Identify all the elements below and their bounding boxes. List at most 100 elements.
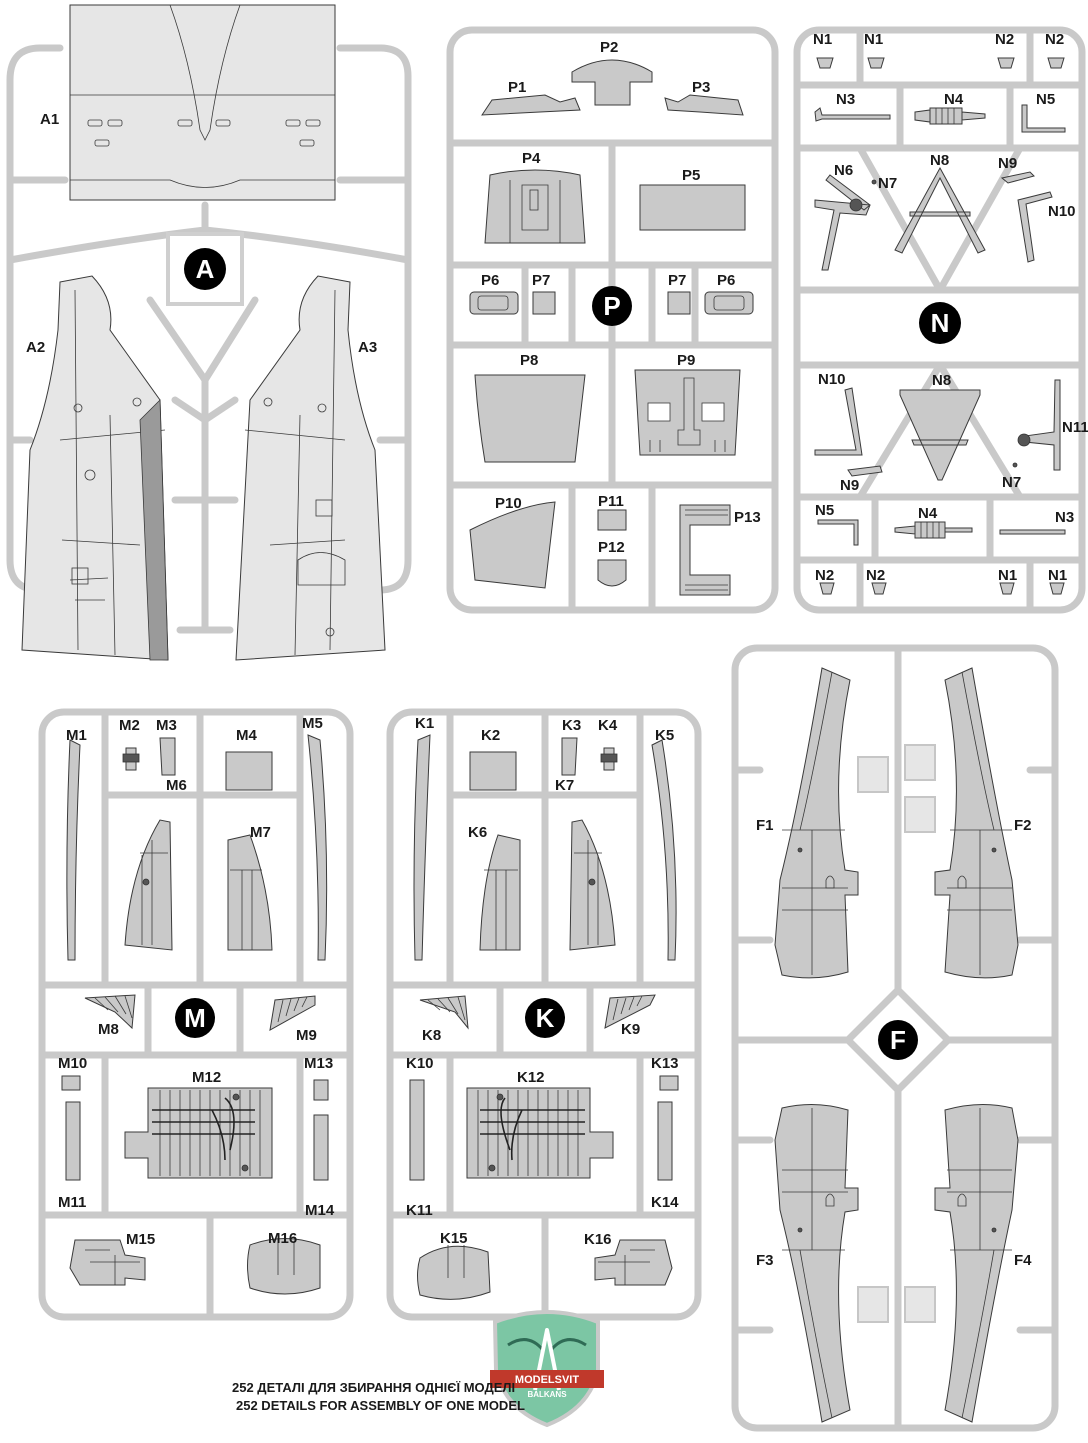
part-f2 bbox=[934, 667, 1019, 979]
part-p7 bbox=[667, 291, 691, 315]
part-label: K14 bbox=[651, 1194, 679, 1211]
part-p13 bbox=[679, 504, 731, 596]
part-label: P3 bbox=[692, 79, 710, 96]
part-label: K1 bbox=[415, 715, 434, 732]
sprue-badge bbox=[175, 998, 215, 1038]
part-label: M14 bbox=[305, 1202, 335, 1219]
part-label: K2 bbox=[481, 727, 500, 744]
part-k5 bbox=[651, 739, 677, 961]
part-label: N5 bbox=[1036, 91, 1055, 108]
part-label: N6 bbox=[834, 162, 853, 179]
part-a1 bbox=[69, 4, 336, 201]
part-m16 bbox=[247, 1238, 321, 1295]
part-f1 bbox=[774, 667, 859, 979]
part-n1 bbox=[816, 57, 834, 69]
part-f4 bbox=[934, 1103, 1019, 1423]
part-label: N1 bbox=[998, 567, 1017, 584]
part-p4 bbox=[484, 169, 586, 244]
part-n1 bbox=[999, 582, 1015, 595]
part-label: K11 bbox=[406, 1202, 433, 1219]
part-a3 bbox=[235, 275, 386, 661]
part-label: N5 bbox=[815, 502, 834, 519]
part-label: M1 bbox=[66, 727, 87, 744]
part-label: M8 bbox=[98, 1021, 119, 1038]
part-n11 bbox=[1024, 379, 1061, 471]
part-n4 bbox=[914, 107, 986, 125]
part-label: M12 bbox=[192, 1069, 221, 1086]
part-k13 bbox=[659, 1075, 679, 1091]
part-label: N1 bbox=[813, 31, 832, 48]
part-p7 bbox=[532, 291, 556, 315]
part-k6 bbox=[479, 834, 521, 951]
part-k10 bbox=[409, 1079, 425, 1181]
part-label: K6 bbox=[468, 824, 487, 841]
part-m3 bbox=[159, 737, 176, 776]
part-label: N2 bbox=[995, 31, 1014, 48]
sprue-n: N1 N1 N2 N2 N3 N4 N5 N6 N7 N8 N9 N10 N N… bbox=[793, 26, 1088, 614]
part-label: N8 bbox=[932, 372, 951, 389]
part-label: N4 bbox=[944, 91, 964, 108]
part-n10 bbox=[1017, 191, 1053, 263]
part-n3 bbox=[999, 529, 1066, 535]
part-label: N1 bbox=[1048, 567, 1067, 584]
part-n2 bbox=[871, 582, 887, 595]
part-label: K8 bbox=[422, 1027, 441, 1044]
sprue-badge-letter: P bbox=[603, 291, 620, 321]
part-label: M15 bbox=[126, 1231, 155, 1248]
part-label: M3 bbox=[156, 717, 177, 734]
part-label: N9 bbox=[840, 477, 859, 494]
part-n5 bbox=[817, 519, 859, 546]
part-n9 bbox=[1000, 171, 1035, 184]
part-label: F3 bbox=[756, 1252, 774, 1269]
part-label: K12 bbox=[517, 1069, 545, 1086]
logo-text: MODELSVIT bbox=[515, 1374, 579, 1386]
part-label: P6 bbox=[717, 272, 735, 289]
part-p9 bbox=[634, 369, 741, 456]
part-label: N3 bbox=[1055, 509, 1074, 526]
modelsvit-logo: MODELSVIT BALKANS bbox=[490, 1310, 604, 1428]
part-n2 bbox=[997, 57, 1015, 69]
part-label: N2 bbox=[1045, 31, 1064, 48]
part-label: N2 bbox=[815, 567, 834, 584]
part-k14 bbox=[657, 1101, 673, 1181]
part-m9 bbox=[269, 995, 316, 1031]
part-label: M7 bbox=[250, 824, 271, 841]
sprue-k: K1 K2 K3 K4 K5 K6 K7 K8 K9 K K10 K11 bbox=[386, 708, 702, 1321]
part-n4 bbox=[894, 521, 973, 539]
part-label: N10 bbox=[818, 371, 846, 388]
part-n3 bbox=[814, 107, 891, 122]
part-label: M4 bbox=[236, 727, 257, 744]
sprue-badge bbox=[878, 1020, 918, 1060]
part-label: P12 bbox=[598, 539, 625, 556]
part-n10 bbox=[814, 387, 863, 456]
part-label: M10 bbox=[58, 1055, 87, 1072]
part-m6 bbox=[124, 819, 173, 951]
part-n5 bbox=[1021, 104, 1066, 133]
part-m5 bbox=[307, 734, 328, 961]
sprue-badge-letter: A bbox=[196, 254, 215, 284]
part-label: F4 bbox=[1014, 1252, 1032, 1269]
part-p6 bbox=[704, 291, 754, 315]
part-label: A1 bbox=[40, 111, 59, 128]
part-label: N7 bbox=[1002, 474, 1021, 491]
part-n2 bbox=[819, 582, 835, 595]
sprue-badge-letter: M bbox=[184, 1003, 206, 1033]
part-label: P5 bbox=[682, 167, 700, 184]
part-label: P6 bbox=[481, 272, 499, 289]
part-label: P13 bbox=[734, 509, 761, 526]
sprue-f: F F1 F2 F3 F4 bbox=[731, 644, 1059, 1432]
part-p12 bbox=[597, 559, 627, 587]
sprue-badge bbox=[592, 286, 632, 326]
part-k12 bbox=[466, 1087, 614, 1179]
part-label: P11 bbox=[598, 493, 624, 510]
part-label: K16 bbox=[584, 1231, 612, 1248]
sprue-p: P1 P2 P3 P4 P5 P6 P7 P P7 P6 P8 bbox=[446, 26, 779, 614]
part-label: A3 bbox=[358, 339, 377, 356]
part-label: M6 bbox=[166, 777, 187, 794]
part-label: P7 bbox=[532, 272, 550, 289]
part-label: K3 bbox=[562, 717, 581, 734]
part-label: N2 bbox=[866, 567, 885, 584]
part-label: K4 bbox=[598, 717, 618, 734]
part-n6 bbox=[814, 174, 871, 271]
